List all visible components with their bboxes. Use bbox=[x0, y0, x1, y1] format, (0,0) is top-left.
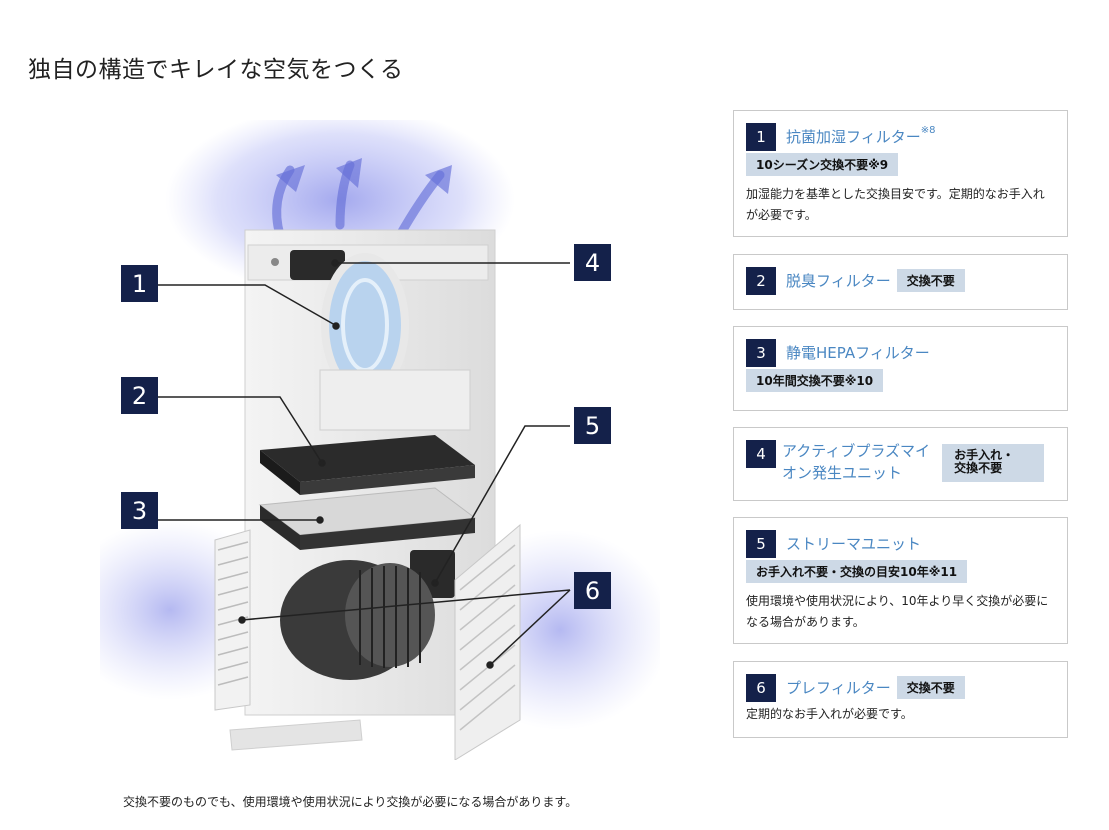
leader-line-2 bbox=[158, 396, 323, 464]
callout-2: 2 bbox=[121, 377, 158, 414]
ion-unit bbox=[290, 250, 345, 280]
card-number: 1 bbox=[746, 123, 776, 151]
leader-line-6b bbox=[489, 589, 571, 666]
card-title: 抗菌加湿フィルター※8 bbox=[786, 125, 936, 146]
air-purifier-exploded-illustration bbox=[100, 120, 660, 760]
card-number: 5 bbox=[746, 530, 776, 558]
card-number: 6 bbox=[746, 674, 776, 702]
card-description: 定期的なお手入れが必要です。 bbox=[746, 707, 913, 721]
card-number: 2 bbox=[746, 267, 776, 295]
callout-3: 3 bbox=[121, 492, 158, 529]
card-title: 静電HEPAフィルター bbox=[786, 344, 930, 362]
leader-line-6a bbox=[241, 589, 571, 621]
leader-line-1 bbox=[158, 284, 336, 326]
card-title: アクティブプラズマイ オン発生ユニット bbox=[782, 442, 931, 482]
card-tag: お手入れ・ 交換不要 bbox=[942, 444, 1045, 482]
card-tag: 交換不要 bbox=[896, 676, 965, 699]
pre-filter-right bbox=[454, 523, 521, 760]
card-tag: 交換不要 bbox=[896, 269, 965, 292]
card-deodorizing-filter: 2 脱臭フィルター 交換不要 bbox=[733, 254, 1068, 310]
card-description: 使用環境や使用状況により、10年より早く交換が必要になる場合があります。 bbox=[746, 594, 1049, 629]
card-title: ストリーマユニット bbox=[786, 535, 922, 553]
card-streamer-unit: 5 ストリーマユニット お手入れ不要・交換の目安10年※11 使用環境や使用状況… bbox=[733, 517, 1068, 644]
card-pre-filter: 6 プレフィルター 交換不要 定期的なお手入れが必要です。 bbox=[733, 661, 1068, 738]
card-number: 4 bbox=[746, 440, 776, 468]
pre-filter-left bbox=[214, 529, 251, 711]
card-tag: 10年間交換不要※10 bbox=[746, 369, 884, 392]
card-title: 脱臭フィルター bbox=[786, 272, 891, 290]
page-title: 独自の構造でキレイな空気をつくる bbox=[28, 57, 404, 83]
card-tag: 10シーズン交換不要※9 bbox=[746, 153, 899, 176]
card-description: 加湿能力を基準とした交換目安です。定期的なお手入れが必要です。 bbox=[746, 187, 1045, 222]
callout-4: 4 bbox=[574, 244, 611, 281]
deodorizing-filter bbox=[260, 435, 475, 482]
callout-5: 5 bbox=[574, 407, 611, 444]
leader-line-5 bbox=[434, 425, 570, 584]
card-title: プレフィルター bbox=[786, 679, 891, 697]
card-ion-unit: 4 アクティブプラズマイ オン発生ユニット お手入れ・ 交換不要 bbox=[733, 427, 1068, 501]
footnote: 交換不要のものでも、使用環境や使用状況により交換が必要になる場合があります。 bbox=[123, 795, 578, 809]
card-number: 3 bbox=[746, 339, 776, 367]
card-hepa-filter: 3 静電HEPAフィルター 10年間交換不要※10 bbox=[733, 326, 1068, 411]
callout-1: 1 bbox=[121, 265, 158, 302]
callout-6: 6 bbox=[574, 572, 611, 609]
card-humidifier-filter: 1 抗菌加湿フィルター※8 10シーズン交換不要※9 加湿能力を基準とした交換目… bbox=[733, 110, 1068, 237]
card-tag: お手入れ不要・交換の目安10年※11 bbox=[746, 560, 968, 583]
